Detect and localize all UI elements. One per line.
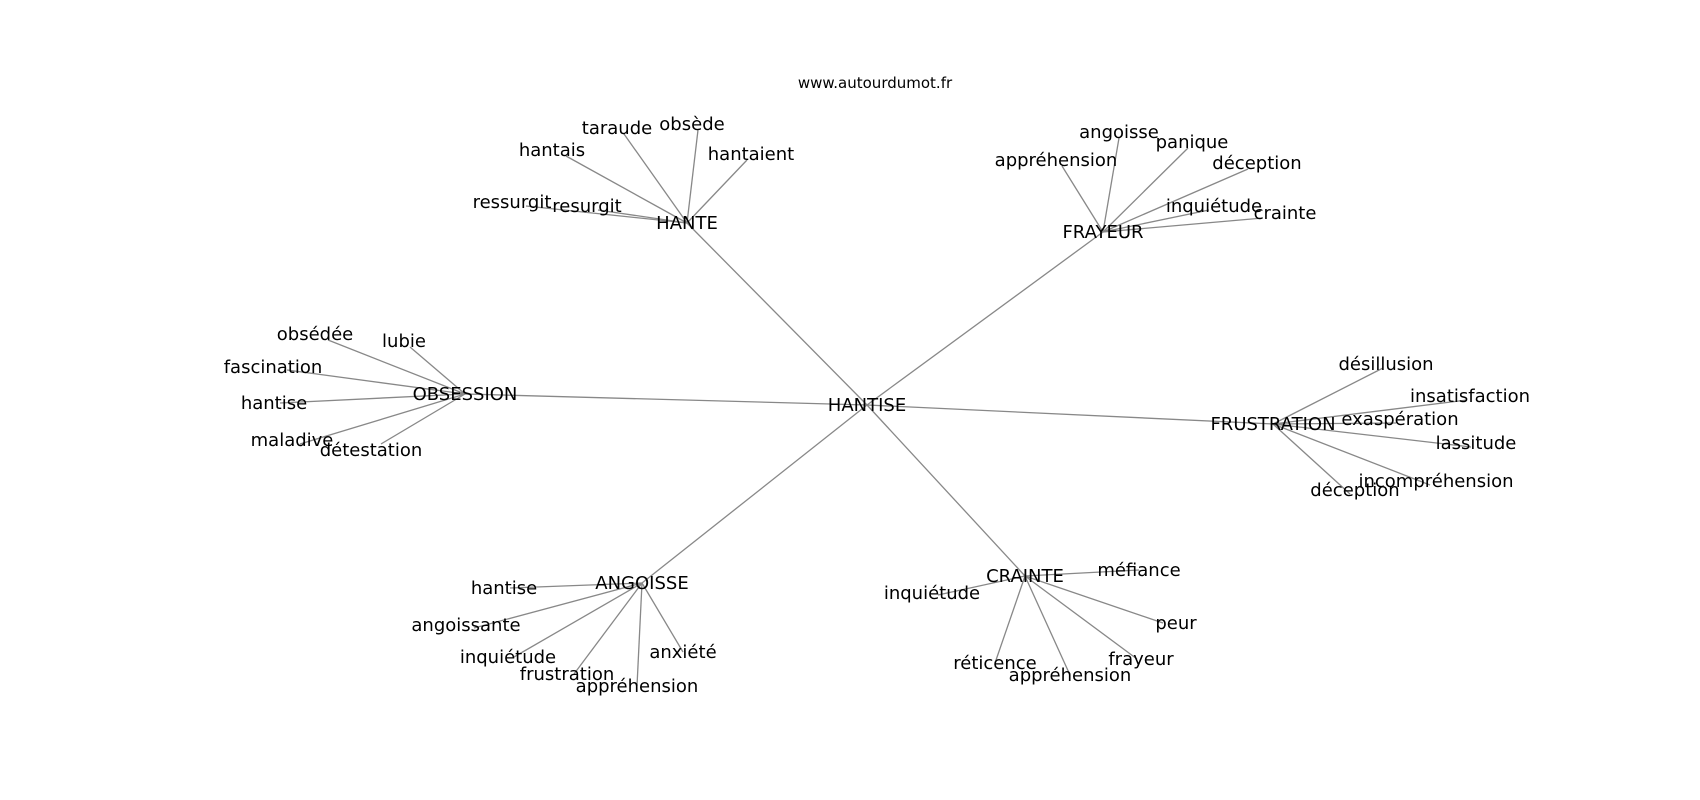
cluster-node-frustration[interactable]: FRUSTRATION: [1210, 414, 1335, 435]
edge-frustration-word-5: [1272, 423, 1351, 495]
edge-frayeur-word-5: [1102, 217, 1264, 233]
word-node-hante-3[interactable]: hantaient: [708, 144, 794, 165]
edge-hante-word-1: [686, 129, 699, 224]
edge-frayeur-word-3: [1102, 168, 1249, 233]
word-node-angoisse-2[interactable]: inquiétude: [460, 647, 556, 668]
root-node-hantise[interactable]: HANTISE: [828, 395, 906, 416]
word-node-frustration-1[interactable]: insatisfaction: [1410, 386, 1530, 407]
edge-crainte-word-3: [994, 575, 1026, 664]
edge-frayeur-word-1: [1102, 147, 1189, 233]
word-node-crainte-2[interactable]: peur: [1155, 613, 1197, 634]
edge-root-hante: [686, 222, 868, 406]
word-node-hante-5[interactable]: resurgit: [552, 196, 621, 217]
edge-crainte-word-5: [1024, 575, 1071, 676]
edge-frayeur-word-4: [1102, 209, 1210, 233]
word-node-hante-0[interactable]: taraude: [582, 118, 652, 139]
labels-layer: HANTISE HANTE taraude obsède hantais hantaien…: [224, 114, 1530, 697]
edge-angoisse-word-1: [473, 582, 643, 629]
edges-layer: [279, 129, 1472, 687]
word-node-angoisse-0[interactable]: hantise: [471, 578, 537, 599]
edge-root-obsession: [464, 393, 868, 406]
word-node-obsession-2[interactable]: fascination: [224, 357, 323, 378]
word-node-crainte-3[interactable]: réticence: [953, 653, 1037, 674]
edge-angoisse-word-5: [641, 582, 684, 653]
edge-obsession-word-4: [299, 393, 466, 445]
word-node-crainte-5[interactable]: appréhension: [1009, 665, 1132, 686]
word-node-crainte-1[interactable]: inquiétude: [884, 583, 980, 604]
edge-frustration-word-4: [1272, 423, 1431, 486]
edge-root-frayeur: [866, 231, 1104, 406]
edge-obsession-word-5: [380, 393, 466, 445]
edge-frustration-word-2: [1272, 422, 1397, 425]
word-node-hante-1[interactable]: obsède: [659, 114, 724, 135]
word-node-crainte-4[interactable]: frayeur: [1108, 649, 1174, 670]
cluster-node-frayeur[interactable]: FRAYEUR: [1062, 222, 1143, 243]
word-node-frayeur-2[interactable]: appréhension: [995, 150, 1118, 171]
word-node-angoisse-1[interactable]: angoissante: [411, 615, 520, 636]
edge-hante-word-2: [565, 155, 688, 224]
word-node-frayeur-5[interactable]: crainte: [1254, 203, 1317, 224]
edge-angoisse-word-3: [573, 582, 643, 675]
edge-obsession-word-2: [286, 369, 466, 395]
word-node-obsession-0[interactable]: obsédée: [277, 324, 353, 345]
cluster-node-hante[interactable]: HANTE: [656, 213, 718, 234]
word-node-frustration-3[interactable]: lassitude: [1436, 433, 1517, 454]
edge-frustration-word-0: [1272, 367, 1384, 425]
word-node-hante-4[interactable]: ressurgit: [473, 192, 552, 213]
word-node-frayeur-0[interactable]: angoisse: [1079, 122, 1159, 143]
edge-angoisse-word-4: [636, 582, 643, 687]
edge-hante-word-4: [525, 205, 688, 224]
edge-frustration-word-1: [1272, 399, 1468, 425]
edge-obsession-word-0: [327, 339, 466, 395]
edge-hante-word-5: [597, 209, 688, 224]
cluster-node-crainte[interactable]: CRAINTE: [986, 566, 1064, 587]
edge-frayeur-word-2: [1061, 165, 1104, 233]
edge-crainte-word-0: [1024, 569, 1140, 577]
edge-crainte-word-1: [937, 575, 1026, 596]
site-label[interactable]: www.autourdumot.fr: [798, 74, 953, 92]
word-node-angoisse-3[interactable]: frustration: [520, 664, 615, 685]
word-node-angoisse-4[interactable]: appréhension: [576, 676, 699, 697]
word-node-obsession-4[interactable]: maladive: [251, 430, 334, 451]
word-node-frayeur-3[interactable]: déception: [1212, 153, 1301, 174]
cluster-node-obsession[interactable]: OBSESSION: [413, 384, 518, 405]
edge-root-crainte: [866, 404, 1026, 577]
word-node-frustration-0[interactable]: désillusion: [1338, 354, 1433, 375]
edge-angoisse-word-0: [509, 582, 643, 589]
word-node-frayeur-1[interactable]: panique: [1156, 132, 1229, 153]
cluster-node-angoisse[interactable]: ANGOISSE: [595, 573, 688, 594]
word-node-frustration-2[interactable]: exaspération: [1341, 409, 1458, 430]
word-node-frayeur-4[interactable]: inquiétude: [1166, 196, 1262, 217]
edge-frustration-word-3: [1272, 423, 1472, 448]
word-node-obsession-5[interactable]: détestation: [320, 440, 423, 461]
edge-hante-word-3: [686, 159, 748, 224]
word-node-angoisse-5[interactable]: anxiété: [649, 642, 716, 663]
edge-angoisse-word-2: [513, 582, 643, 658]
word-node-hante-2[interactable]: hantais: [519, 140, 585, 161]
edge-frayeur-word-0: [1102, 137, 1120, 233]
edge-root-angoisse: [641, 404, 868, 584]
edge-crainte-word-4: [1024, 575, 1138, 660]
edge-crainte-word-2: [1024, 575, 1164, 624]
edge-obsession-word-1: [409, 346, 466, 395]
word-node-crainte-0[interactable]: méfiance: [1097, 560, 1180, 581]
word-node-obsession-3[interactable]: hantise: [241, 393, 307, 414]
word-node-frustration-5[interactable]: déception: [1310, 480, 1399, 501]
edge-obsession-word-3: [279, 393, 466, 404]
edge-root-frustration: [866, 404, 1274, 425]
edge-hante-word-0: [623, 133, 688, 224]
word-node-obsession-1[interactable]: lubie: [382, 331, 426, 352]
word-node-frustration-4[interactable]: incompréhension: [1358, 471, 1513, 492]
